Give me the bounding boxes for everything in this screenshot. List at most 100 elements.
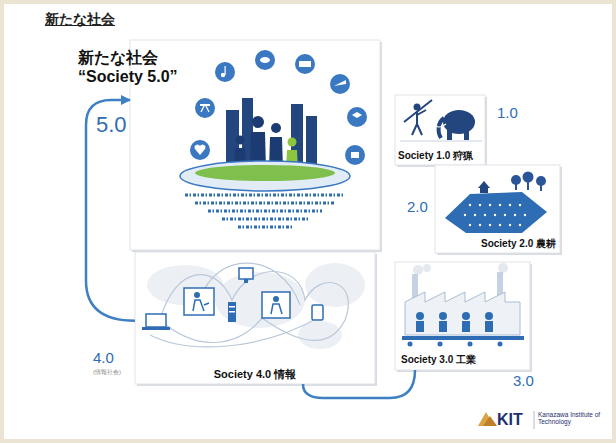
society5-panel-art-shape-shape — [255, 50, 275, 70]
farming-panel-art-shape-shape — [469, 224, 471, 226]
farming-panel-art-shape-shape — [524, 214, 526, 216]
society-panel: 新たな社会 “Society 5.0” — [130, 40, 380, 250]
information-panel-art-shape — [271, 304, 282, 314]
logo-subtext: Kanazawa Institute of Technology — [538, 411, 604, 426]
farming-panel-art-shape-shape — [489, 224, 491, 226]
farming-panel-art-shape-shape — [474, 214, 476, 216]
society5-panel-art-shape-shape — [252, 116, 264, 128]
industry-panel-art-shape — [416, 312, 493, 332]
society5-panel-art-shape-shape — [215, 62, 235, 82]
information-panel-art-shape — [262, 292, 290, 318]
society5-panel-art-shape-shape — [351, 152, 359, 158]
society5-panel-art-shape-shape — [345, 145, 365, 165]
industry-panel-art-shape-shape — [462, 321, 470, 332]
information-panel-art-shape — [194, 292, 200, 298]
stage-number: 5.0 — [96, 112, 127, 138]
information-panel-art-shape — [150, 318, 318, 347]
society5-panel-art-shape-shape — [238, 226, 292, 229]
panel-label: Society 2.0 農耕 — [481, 238, 556, 250]
farming-panel-art-shape-shape — [479, 224, 481, 226]
farming-panel-art-shape-shape — [469, 204, 471, 206]
farming-panel-art-shape — [464, 204, 526, 226]
hunting-panel-art-shape — [447, 128, 452, 140]
kit-logo-art-shape — [483, 416, 497, 426]
industry-panel-art-shape — [423, 264, 431, 272]
farming-panel-art-shape-shape — [515, 184, 517, 190]
society-panel: Society 2.0 農耕 — [435, 165, 560, 253]
farming-panel-art-shape-shape — [484, 214, 486, 216]
hunting-panel-art-shape — [439, 118, 444, 138]
society5-panel-art-shape-shape — [222, 218, 308, 221]
industry-panel-art-shape — [498, 342, 503, 347]
society5-panel-art-shape-shape — [236, 136, 245, 145]
stage-number: 2.0 — [407, 198, 428, 216]
note-text: (情報社会) — [93, 369, 121, 376]
hunting-panel-art-shape — [434, 124, 446, 127]
hunting-panel-art-shape — [464, 128, 469, 140]
information-panel-art-shape — [273, 296, 279, 302]
farming-panel-art-shape-shape — [536, 176, 546, 186]
industry-panel-art-shape-shape — [416, 321, 424, 332]
society5-panel-art-shape-shape — [195, 145, 206, 155]
industry-panel-art-shape — [498, 263, 508, 273]
farming-panel-art-shape-shape — [523, 172, 534, 183]
society5-panel-art-shape — [195, 165, 335, 181]
farming-panel-art-shape — [478, 181, 490, 188]
information-panel-art-shape — [228, 302, 236, 322]
hunting-panel-art-shape — [404, 100, 432, 135]
panel-heading: 新たな社会 “Society 5.0” — [78, 48, 203, 86]
industry-panel-art-shape — [438, 342, 443, 347]
information-panel-art — [135, 252, 377, 386]
society-panel: Society 3.0 工業 — [395, 262, 530, 370]
information-panel-art-shape — [184, 288, 214, 315]
industry-panel-art-shape-shape — [462, 312, 470, 320]
society5-panel-art-shape-shape — [195, 98, 215, 118]
stage-number: 3.0 — [513, 372, 534, 390]
industry-panel-art-shape-shape — [439, 321, 447, 332]
industry-panel-art-shape-shape — [485, 312, 493, 320]
industry-panel-art-shape — [412, 274, 418, 298]
society5-panel-art-shape-shape — [330, 74, 350, 94]
farming-panel-art-shape-shape — [504, 214, 506, 216]
panel-label: Society 4.0 情報 — [214, 368, 297, 381]
industry-panel-art-shape — [405, 292, 520, 335]
farming-panel-art — [435, 165, 562, 255]
farming-panel-art-shape-shape — [464, 214, 466, 216]
information-panel-art-shape — [193, 300, 209, 311]
society5-panel-art-shape — [185, 195, 345, 227]
society5-panel-art-shape — [288, 138, 297, 147]
farming-panel-art-shape-shape — [511, 175, 521, 185]
society5-panel-art-shape-shape — [352, 112, 362, 118]
society5-panel-art-shape-shape — [295, 54, 315, 74]
farming-panel-art-shape — [511, 172, 546, 192]
information-panel-art-shape — [135, 252, 375, 384]
society5-panel-art-shape — [226, 98, 317, 170]
industry-panel-art-shape — [468, 342, 473, 347]
industry-panel-art-shape-shape — [485, 321, 493, 332]
kit-logo-art — [478, 411, 534, 429]
society5-panel-art-shape-shape — [208, 210, 322, 213]
society5-panel-art-shape-shape — [347, 107, 367, 127]
flow-arrow — [86, 100, 135, 321]
society5-panel-art-shape-shape — [201, 104, 209, 112]
information-panel-art-shape — [312, 305, 323, 320]
panel-label: Society 1.0 狩猟 — [398, 150, 473, 162]
stage-number: 4.0 — [93, 349, 114, 367]
farming-panel-art-shape-shape — [519, 224, 521, 226]
information-panel-art-shape — [229, 306, 235, 308]
hunting-panel-art-shape — [395, 95, 485, 165]
farming-panel-art-shape-shape — [509, 204, 511, 206]
industry-panel-art-shape-shape — [416, 312, 424, 320]
farming-panel-art-shape-shape — [514, 214, 516, 216]
industry-panel-art-shape — [402, 336, 524, 340]
farming-panel-art-shape-shape — [494, 214, 496, 216]
logo-text: KIT — [497, 410, 523, 429]
farming-panel-art-shape-shape — [527, 182, 529, 190]
kit-logo-art-shape — [534, 411, 535, 429]
information-panel-art-shape — [160, 272, 348, 343]
information-panel-art-shape — [244, 279, 248, 283]
farming-panel-art-shape-shape — [519, 204, 521, 206]
